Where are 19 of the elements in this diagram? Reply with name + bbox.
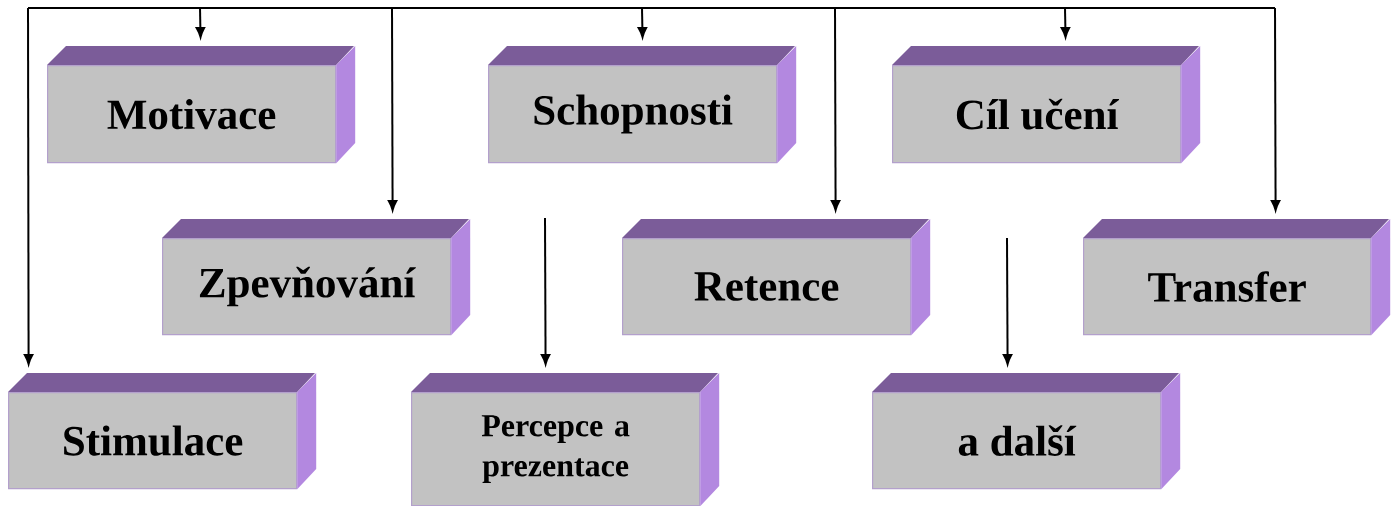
arrow (387, 7, 398, 212)
box-3d: Motivace (47, 46, 356, 164)
arrow (1060, 7, 1071, 39)
arrow (23, 7, 34, 366)
box-3d: Transfer (1083, 219, 1391, 336)
box-3d: Stimulace (8, 373, 317, 490)
arrow (637, 7, 648, 39)
arrow (540, 217, 551, 366)
arrow (830, 7, 841, 212)
box-3d: Retence (622, 219, 931, 336)
box-3d: Cíl učení (892, 46, 1201, 164)
arrow (1002, 237, 1013, 366)
box-3d: Schopnosti (488, 46, 797, 164)
connector-line (27, 7, 1276, 9)
box-3d: Percepce a prezentace (411, 373, 720, 506)
box-3d: a další (872, 373, 1181, 490)
box-3d: Zpevňování (162, 219, 471, 336)
arrow (1270, 7, 1281, 212)
arrow (195, 7, 206, 39)
